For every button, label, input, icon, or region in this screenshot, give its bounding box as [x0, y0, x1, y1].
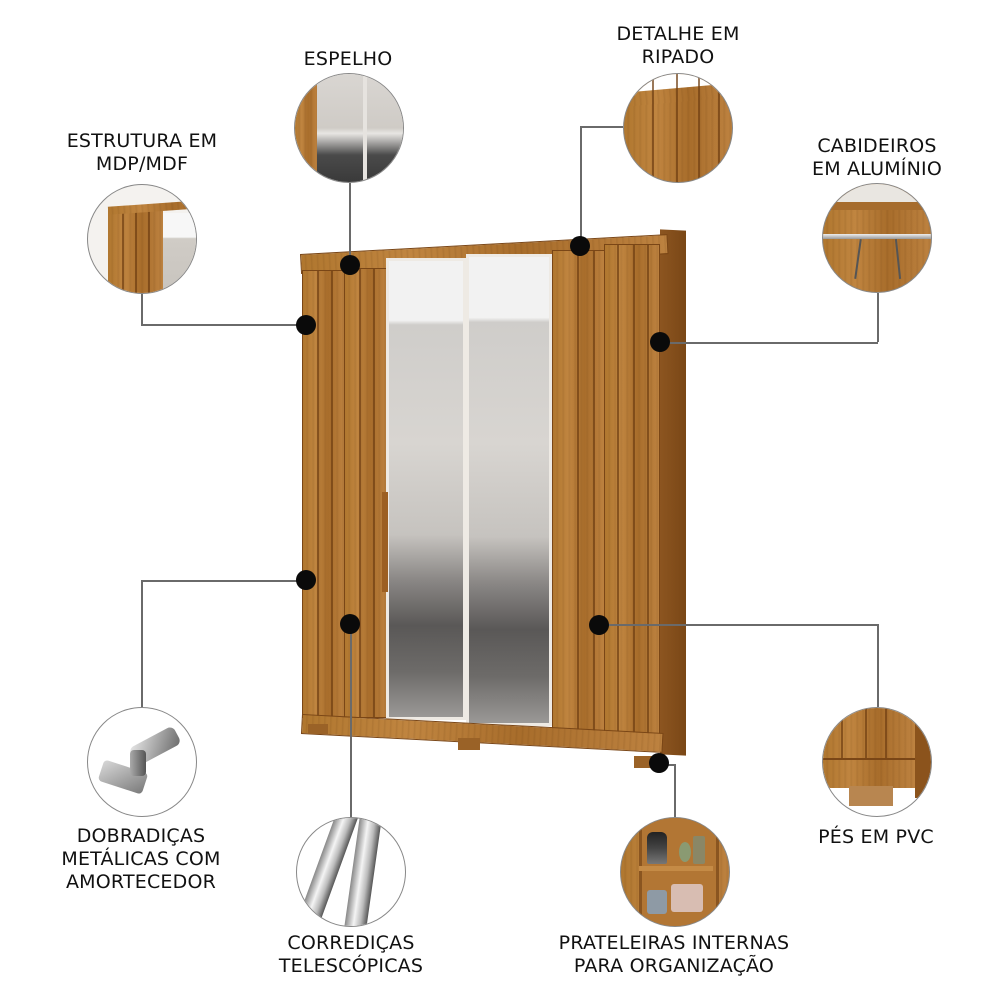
callout-dot-corredicas[interactable] — [340, 614, 360, 634]
hanger-rail-image — [822, 183, 932, 293]
callout-dot-dobradicas[interactable] — [296, 570, 316, 590]
rail-icon — [823, 234, 931, 239]
mirror-detail-image — [294, 73, 404, 183]
leader-line-cabideiros — [877, 293, 879, 342]
leader-line-corredicas — [350, 624, 352, 817]
brushes-icon — [647, 832, 667, 864]
label-prateleiras: PRATELEIRAS INTERNAS PARA ORGANIZAÇÃO — [558, 932, 790, 977]
label-pes: PÉS EM PVC — [818, 826, 934, 848]
leader-line-estrutura — [141, 294, 143, 325]
structure-detail-image — [87, 184, 197, 294]
foot-left — [308, 724, 328, 734]
door-right-inner — [552, 250, 606, 732]
mirror-door-left — [386, 258, 466, 720]
foot-center — [458, 738, 480, 750]
label-corredicas: CORREDIÇAS TELESCÓPICAS — [278, 932, 424, 977]
label-espelho: ESPELHO — [303, 48, 393, 70]
door-right-outer — [604, 244, 660, 738]
handle-left — [382, 492, 388, 592]
callout-dot-cabideiros[interactable] — [650, 332, 670, 352]
mirror-door-right — [466, 254, 552, 726]
foot-icon — [849, 786, 893, 806]
leader-line-espelho — [349, 183, 351, 265]
door-left-outer — [302, 270, 346, 718]
callout-dot-estrutura[interactable] — [296, 315, 316, 335]
shelves-image — [620, 817, 730, 927]
leader-line-dobradicas — [141, 580, 306, 582]
wardrobe-image — [300, 228, 686, 768]
door-left-inner — [344, 268, 388, 718]
callout-dot-espelho[interactable] — [340, 255, 360, 275]
callout-dot-ripado[interactable] — [570, 236, 590, 256]
bag-icon — [671, 884, 703, 912]
hinge-image — [87, 707, 197, 817]
pvc-feet-image — [822, 707, 932, 817]
label-ripado: DETALHE EM RIPADO — [616, 23, 740, 68]
leader-line-pes — [599, 624, 877, 626]
callout-dot-prateleiras[interactable] — [649, 753, 669, 773]
callout-dot-pes[interactable] — [589, 615, 609, 635]
leader-line-ripado — [580, 126, 623, 128]
label-cabideiros: CABIDEIROS EM ALUMÍNIO — [812, 135, 942, 180]
label-dobradicas: DOBRADIÇAS METÁLICAS COM AMORTECEDOR — [61, 825, 221, 893]
drawer-slide-image — [296, 817, 406, 927]
slat-detail-image — [623, 73, 733, 183]
label-estrutura: ESTRUTURA EM MDP/MDF — [66, 130, 218, 175]
